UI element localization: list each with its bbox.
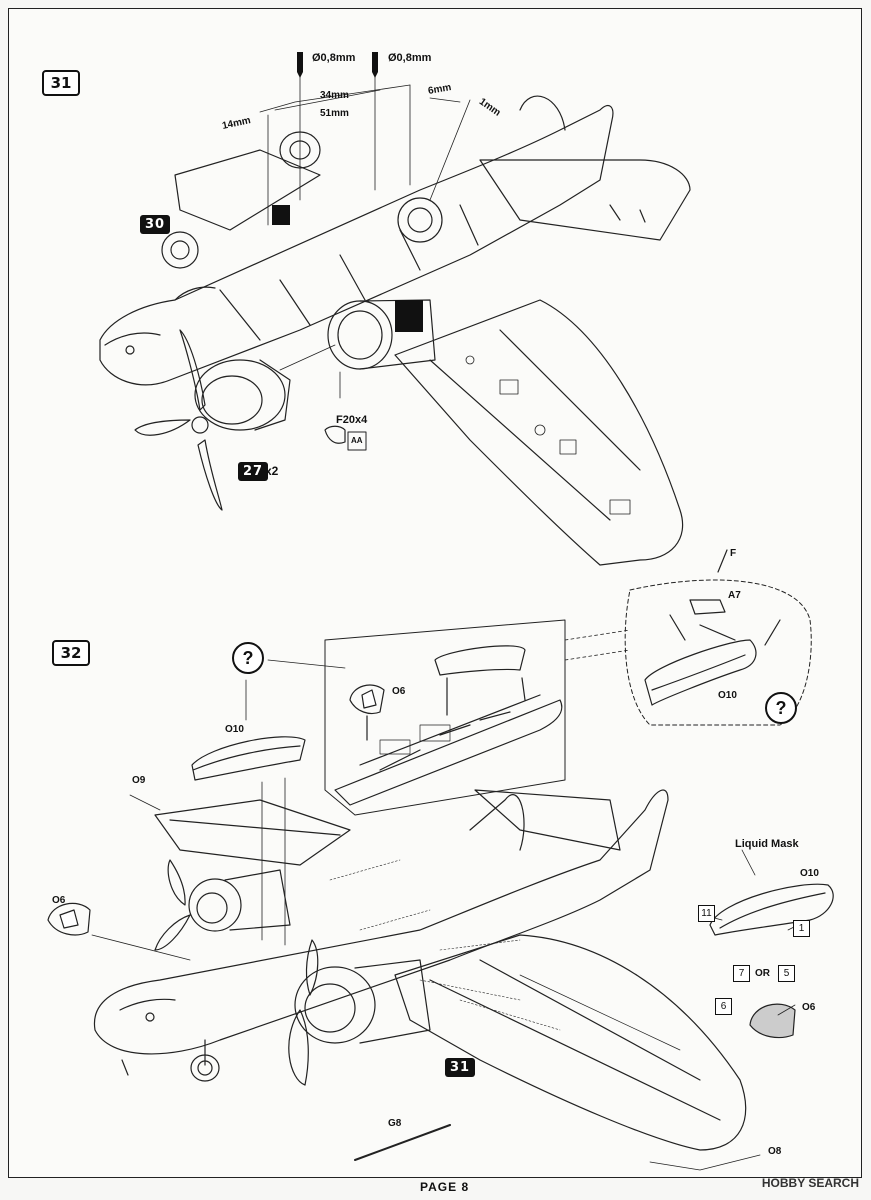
aa-glue-icon bbox=[347, 431, 367, 451]
question-mark-icon: ? bbox=[232, 642, 264, 674]
liquid-mask-label: Liquid Mask bbox=[735, 838, 799, 850]
ref-step-27-badge: 27 bbox=[238, 462, 269, 481]
mask-7-box: 7 bbox=[733, 965, 750, 982]
ref-step-31-badge: 31 bbox=[445, 1058, 476, 1077]
question-mark-icon-detail: ? bbox=[765, 692, 797, 724]
mask-or-label: OR bbox=[755, 968, 770, 979]
part-o10-mask-label: O10 bbox=[800, 868, 819, 879]
step32-detail-bubble bbox=[564, 549, 812, 726]
part-o10-label: O10 bbox=[225, 724, 244, 735]
step-32-marker: 32 bbox=[52, 640, 90, 666]
drill-size-label-1: Ø0,8mm bbox=[312, 52, 356, 64]
page-number: PAGE 8 bbox=[420, 1180, 470, 1194]
mask-11-box: 11 bbox=[698, 905, 715, 922]
dimension-51mm: 51mm bbox=[320, 108, 349, 119]
part-o6-mask-label: O6 bbox=[802, 1002, 816, 1013]
part-f-label: F bbox=[730, 548, 737, 559]
part-o8-label: O8 bbox=[768, 1146, 782, 1157]
mask-1-box: 1 bbox=[793, 920, 810, 937]
part-f20-label: F20x4 bbox=[336, 414, 368, 426]
drill-size-label-2: Ø0,8mm bbox=[388, 52, 432, 64]
mask-6-box: 6 bbox=[715, 998, 732, 1015]
ref-step-30-badge: 30 bbox=[140, 215, 171, 234]
step-31-marker: 31 bbox=[42, 70, 80, 96]
drill-bit-icons bbox=[297, 52, 378, 78]
watermark-text: HOBBY SEARCH bbox=[761, 1176, 859, 1190]
step32-aircraft-drawing bbox=[47, 659, 834, 1171]
part-o6-left-label: O6 bbox=[52, 895, 66, 906]
part-o6-inset-label: O6 bbox=[392, 686, 406, 697]
part-o9-label: O9 bbox=[132, 775, 146, 786]
part-o10-detail-label: O10 bbox=[718, 690, 737, 701]
part-f20-shape bbox=[324, 425, 346, 444]
step31-leader-lines bbox=[259, 74, 471, 399]
mask-5-box: 5 bbox=[778, 965, 795, 982]
step31-aircraft-drawing bbox=[99, 95, 691, 566]
step32-inset-drawing bbox=[324, 619, 566, 816]
aa-glue-label: AA bbox=[351, 436, 363, 445]
ref-step-27-multiplier: x2 bbox=[265, 464, 279, 478]
part-a7-label: A7 bbox=[728, 590, 741, 601]
dimension-34mm: 34mm bbox=[320, 90, 349, 101]
part-g8-label: G8 bbox=[388, 1118, 402, 1129]
